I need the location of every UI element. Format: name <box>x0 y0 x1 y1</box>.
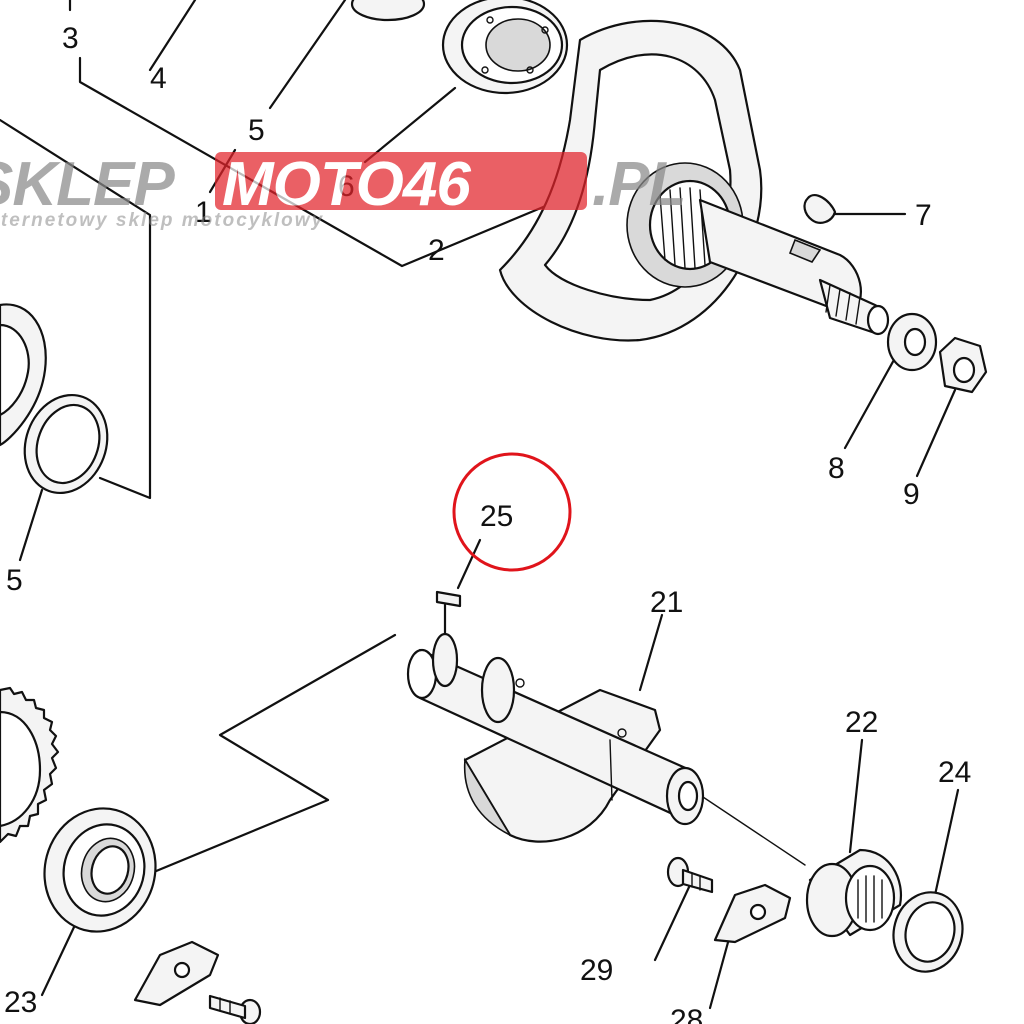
key-25-part <box>435 590 462 608</box>
callout-5-lower: 5 <box>6 564 23 597</box>
crankshaft-part <box>498 19 890 342</box>
drive-gear-part <box>0 686 60 844</box>
watermark-brand-part1: SKLEP <box>0 150 175 219</box>
callout-5-upper: 5 <box>248 114 265 147</box>
bolt-lower-part <box>208 994 262 1024</box>
watermark: SKLEP MOTO46 .PL internetowy sklep motoc… <box>0 150 686 231</box>
leader-frame-upper <box>0 0 957 562</box>
highlight-circle <box>452 452 572 572</box>
balancer-shaft-part <box>406 632 705 843</box>
callout-29: 29 <box>580 954 613 987</box>
watermark-brand-box <box>215 152 587 210</box>
watermark-brand-suffix: .PL <box>592 150 685 219</box>
callout-23: 23 <box>4 986 37 1019</box>
callout-1: 1 <box>195 196 212 229</box>
callout-labels: 3 4 5 6 1 2 7 8 9 5 25 21 22 24 23 29 28 <box>4 22 971 1024</box>
watermark-tagline: internetowy sklep motocyklowy <box>0 210 324 231</box>
nut-part <box>938 336 988 394</box>
left-gear-part <box>0 303 47 447</box>
ball-bearing-23-part <box>43 807 157 933</box>
callout-22: 22 <box>845 706 878 739</box>
callout-28: 28 <box>670 1004 703 1024</box>
callout-7: 7 <box>915 199 932 232</box>
bracket-plate-28-part <box>713 883 792 944</box>
seal-ring-24-part <box>892 891 964 973</box>
callout-21: 21 <box>650 586 683 619</box>
callout-2: 2 <box>428 234 445 267</box>
callout-4: 4 <box>150 62 167 95</box>
callout-24: 24 <box>938 756 971 789</box>
callout-9: 9 <box>903 478 920 511</box>
oil-seal-part <box>23 393 109 495</box>
callout-25: 25 <box>480 500 513 533</box>
crank-gear-part <box>441 0 569 95</box>
bearing-top-part <box>350 0 426 22</box>
callout-3: 3 <box>62 22 79 55</box>
woodruff-key-part <box>803 194 837 224</box>
washer-part <box>886 312 938 372</box>
needle-bearing-part <box>805 848 903 938</box>
leader-frame-lower <box>40 538 960 1010</box>
watermark-brand-part2: MOTO46 <box>222 150 471 219</box>
bracket-plate-lower-part <box>133 940 220 1007</box>
callout-8: 8 <box>828 452 845 485</box>
bolt-29-part <box>666 856 714 894</box>
